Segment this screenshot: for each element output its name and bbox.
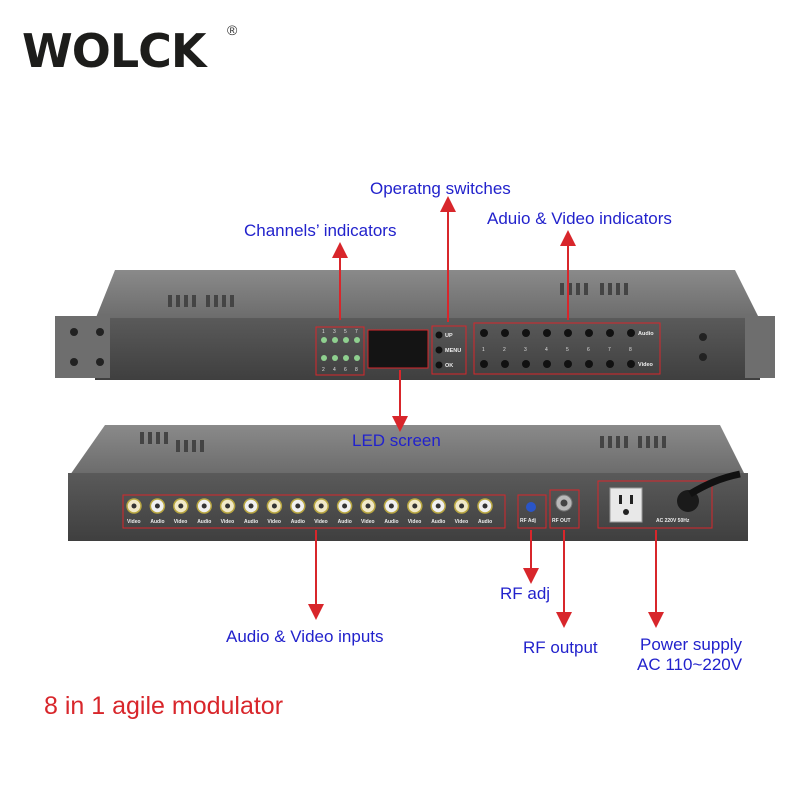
rca-jack-label: Video [455, 519, 469, 525]
rca-jack-label: Video [408, 519, 422, 525]
rca-jack-label: Video [127, 519, 141, 525]
operating-switches: UP MENU OK [431, 325, 467, 375]
rca-jack-pin [154, 503, 160, 509]
channel-indicators: 1 3 5 7 2 4 6 8 [315, 326, 365, 376]
callout-av-inputs: Audio & Video inputs [226, 627, 384, 646]
rack-ear-left [55, 316, 110, 378]
rca-jack-pin [459, 503, 465, 509]
av-row-label: Audio [638, 331, 654, 337]
rca-jack-label: Audio [150, 519, 164, 525]
vent-slots-rear [140, 432, 666, 452]
front-unit: 1 3 5 7 2 4 6 8 UP MENU OK [55, 270, 775, 380]
rca-jack-label: Video [267, 519, 281, 525]
channel-number: 8 [355, 367, 358, 373]
av-row-label: Video [638, 362, 654, 368]
channel-number: 7 [355, 329, 358, 335]
rf-adj-label: RF Adj [520, 518, 537, 524]
av-number: 4 [545, 347, 548, 353]
av-number: 8 [629, 347, 632, 353]
vent-slots-front [168, 283, 628, 307]
rca-jack-label: Audio [197, 519, 211, 525]
av-number: 1 [482, 347, 485, 353]
callout-led-screen: LED screen [352, 431, 441, 450]
led-screen [367, 329, 429, 369]
rca-jack-pin [482, 503, 488, 509]
av-number: 6 [587, 347, 590, 353]
rca-jack-pin [412, 503, 418, 509]
front-unit-top [95, 270, 760, 320]
channel-number: 2 [322, 367, 325, 373]
rca-jack-label: Audio [431, 519, 445, 525]
product-caption: 8 in 1 agile modulator [44, 692, 284, 720]
up-button[interactable] [435, 331, 443, 339]
rca-jack-label: Audio [291, 519, 305, 525]
callout-rf-adj: RF adj [500, 584, 551, 603]
rca-jack-pin [201, 503, 207, 509]
rca-jacks: Video Audio Video Audio Video Audio Video Audio… [126, 498, 493, 525]
rack-ear-right [745, 316, 775, 378]
callout-rf-output: RF output [523, 638, 598, 657]
button-label: OK [445, 363, 453, 369]
channel-number: 3 [333, 329, 336, 335]
rear-unit-top [70, 425, 745, 475]
rf-output-connector: RF OUT [549, 489, 580, 529]
ok-button[interactable] [435, 361, 443, 369]
channel-number: 4 [333, 367, 336, 373]
callout-arrows [308, 196, 664, 628]
channel-number: 1 [322, 329, 325, 335]
rca-jack-label: Audio [244, 519, 258, 525]
brand-logo: WOLCK ® [22, 18, 262, 88]
menu-button[interactable] [435, 346, 443, 354]
av-number: 7 [608, 347, 611, 353]
power-cord [688, 470, 741, 498]
av-indicators: 1 2 3 4 5 6 7 8 Audio Video [473, 322, 661, 375]
rf-adj: RF Adj [517, 494, 547, 529]
rca-jack-pin [178, 503, 184, 509]
callout-operating-switches: Operatng switches [370, 179, 511, 198]
rca-jack-pin [225, 503, 231, 509]
power-supply-block: AC 220V 50Hz [597, 480, 713, 529]
logo-text: WOLCK [22, 24, 207, 78]
rca-jack-pin [365, 503, 371, 509]
rf-out-label: RF OUT [552, 518, 571, 524]
rca-jack-label: Audio [478, 519, 492, 525]
rear-unit: Video Audio Video Audio Video Audio Video Audio… [68, 425, 748, 541]
rca-jack-pin [435, 503, 441, 509]
channel-number: 6 [344, 367, 347, 373]
callout-av-indicators: Aduio & Video indicators [487, 209, 672, 228]
callout-power-voltage: AC 110~220V [637, 655, 743, 674]
callout-channels-indicators: Channels’ indicators [244, 221, 397, 240]
rca-jack-label: Video [361, 519, 375, 525]
channel-number: 5 [344, 329, 347, 335]
rca-jack-pin [248, 503, 254, 509]
rca-jack-label: Video [221, 519, 235, 525]
rca-jack-label: Audio [338, 519, 352, 525]
av-inputs [122, 494, 506, 529]
rf-adj-knob[interactable] [526, 502, 536, 512]
av-number: 5 [566, 347, 569, 353]
rca-jack-pin [295, 503, 301, 509]
rca-jack-label: Video [314, 519, 328, 525]
power-socket [609, 487, 643, 523]
rca-jack-label: Video [174, 519, 188, 525]
rca-jack-pin [131, 503, 137, 509]
av-number: 3 [524, 347, 527, 353]
rca-jack-label: Audio [384, 519, 398, 525]
rca-jack-pin [342, 503, 348, 509]
rca-jack-pin [271, 503, 277, 509]
rca-jack-pin [318, 503, 324, 509]
av-number: 2 [503, 347, 506, 353]
callout-power-supply: Power supply [640, 635, 743, 654]
button-label: UP [445, 333, 453, 339]
power-label: AC 220V 50Hz [656, 518, 690, 524]
registered-mark: ® [227, 22, 238, 38]
rca-jack-pin [388, 503, 394, 509]
button-label: MENU [445, 348, 461, 354]
